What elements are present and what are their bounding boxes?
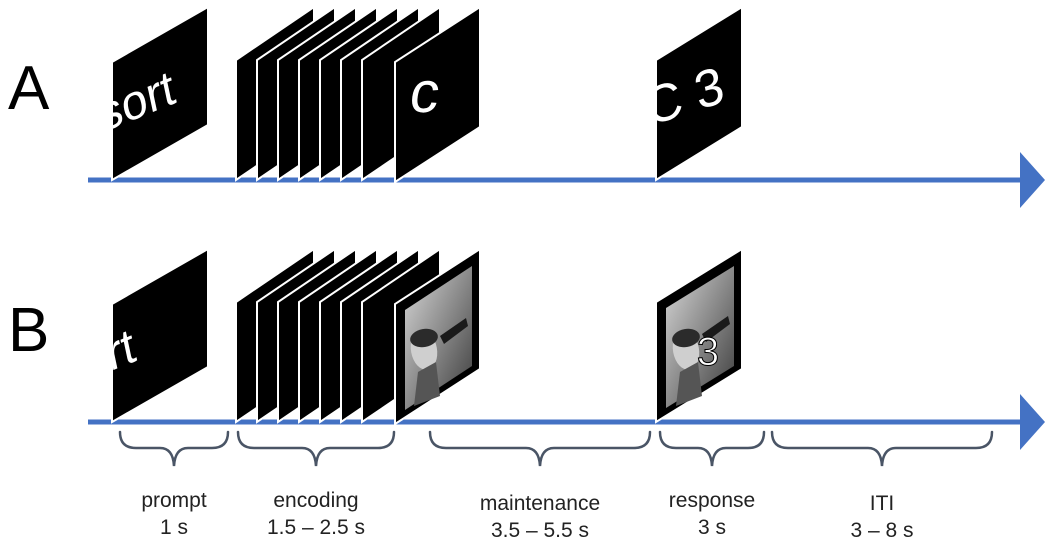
- brace-prompt: [118, 430, 230, 467]
- timeline-arrowhead: [1020, 394, 1045, 450]
- timeline-arrowhead: [1020, 152, 1045, 208]
- face-photo-stimulus: [405, 266, 472, 410]
- phase-label-prompt: prompt 1 s: [94, 487, 254, 542]
- phase-label-encoding: encoding 1.5 – 2.5 s: [236, 487, 396, 542]
- encoding-card-stack: c: [235, 5, 481, 184]
- brace-response: [658, 430, 766, 467]
- phase-braces: [118, 430, 994, 467]
- phase-duration: 3.5 – 5.5 s: [490, 519, 590, 543]
- phase-duration: 3 s: [697, 516, 726, 540]
- brace-iti: [770, 430, 994, 467]
- brace-maintenance: [428, 430, 652, 467]
- phase-duration: 1.5 – 2.5 s: [266, 516, 366, 540]
- phase-label-iti: ITI 3 – 8 s: [802, 490, 962, 545]
- response-card: C 3: [640, 5, 743, 182]
- face-photo-stimulus: [666, 266, 734, 408]
- phase-label-response: response 3 s: [632, 487, 792, 542]
- phase-name: response: [668, 489, 756, 512]
- encoding-card-stack: [235, 247, 481, 426]
- phase-name: prompt: [141, 489, 207, 512]
- phase-label-maintenance: maintenance 3.5 – 5.5 s: [460, 490, 620, 545]
- panel-b: sort: [54, 247, 1045, 467]
- phase-name: encoding: [273, 489, 359, 512]
- prompt-card: sort: [94, 5, 209, 182]
- prompt-card: sort: [54, 247, 209, 424]
- response-card: 3: [655, 247, 743, 424]
- response-stimulus: 3: [697, 330, 719, 374]
- panel-label-a: A: [8, 54, 50, 123]
- panel-label-b: B: [8, 296, 50, 365]
- phase-name: ITI: [869, 492, 895, 515]
- phase-duration: 1 s: [159, 516, 188, 540]
- encoding-card-front: [394, 5, 481, 184]
- phase-duration: 3 – 8 s: [850, 519, 914, 543]
- phase-name: maintenance: [479, 492, 601, 515]
- panel-a: sort c C 3: [88, 5, 1045, 208]
- brace-encoding: [236, 430, 396, 467]
